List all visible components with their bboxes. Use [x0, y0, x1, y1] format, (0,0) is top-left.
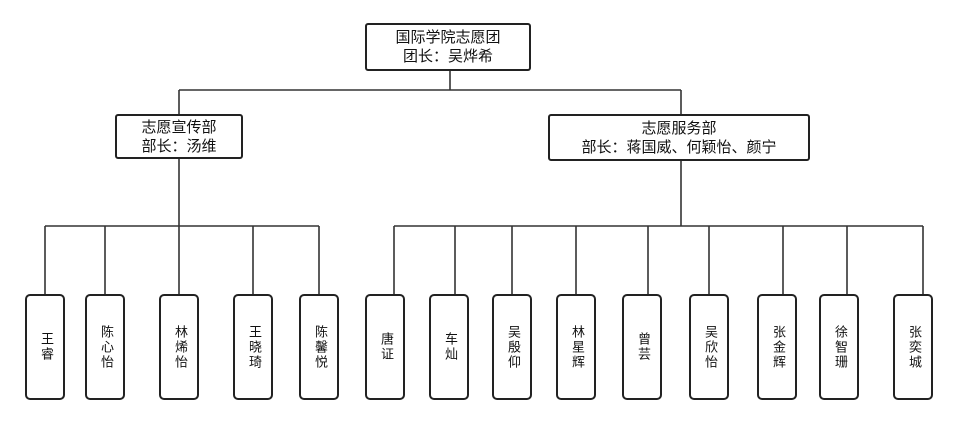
- dept-leader: 部长：汤维: [141, 136, 217, 155]
- member-node: 吴欣怡: [689, 294, 729, 400]
- root-leader: 团长：吴烨希: [402, 47, 493, 65]
- member-node: 张奕城: [893, 294, 933, 400]
- member-node: 曾芸: [622, 294, 662, 400]
- member-node: 徐智珊: [819, 294, 859, 400]
- member-node: 陈馨悦: [299, 294, 339, 400]
- dept-leader: 部长：蒋国威、何颖怡、颜宁: [581, 137, 777, 156]
- member-node: 林烯怡: [159, 294, 199, 400]
- dept-node-service: 志愿服务部 部长：蒋国威、何颖怡、颜宁: [548, 114, 810, 161]
- member-node: 车灿: [429, 294, 469, 400]
- dept-title: 志愿宣传部: [141, 117, 217, 136]
- dept-node-publicity: 志愿宣传部 部长：汤维: [115, 114, 243, 159]
- member-node: 吴殷仰: [492, 294, 532, 400]
- member-node: 陈心怡: [85, 294, 125, 400]
- dept-title: 志愿服务部: [641, 118, 717, 137]
- member-node: 唐证: [365, 294, 405, 400]
- member-node: 张金辉: [757, 294, 797, 400]
- member-node: 林星辉: [556, 294, 596, 400]
- root-title: 国际学院志愿团: [395, 28, 501, 46]
- root-node: 国际学院志愿团 团长：吴烨希: [365, 23, 531, 71]
- member-node: 王晓琦: [233, 294, 273, 400]
- member-node: 王睿: [25, 294, 65, 400]
